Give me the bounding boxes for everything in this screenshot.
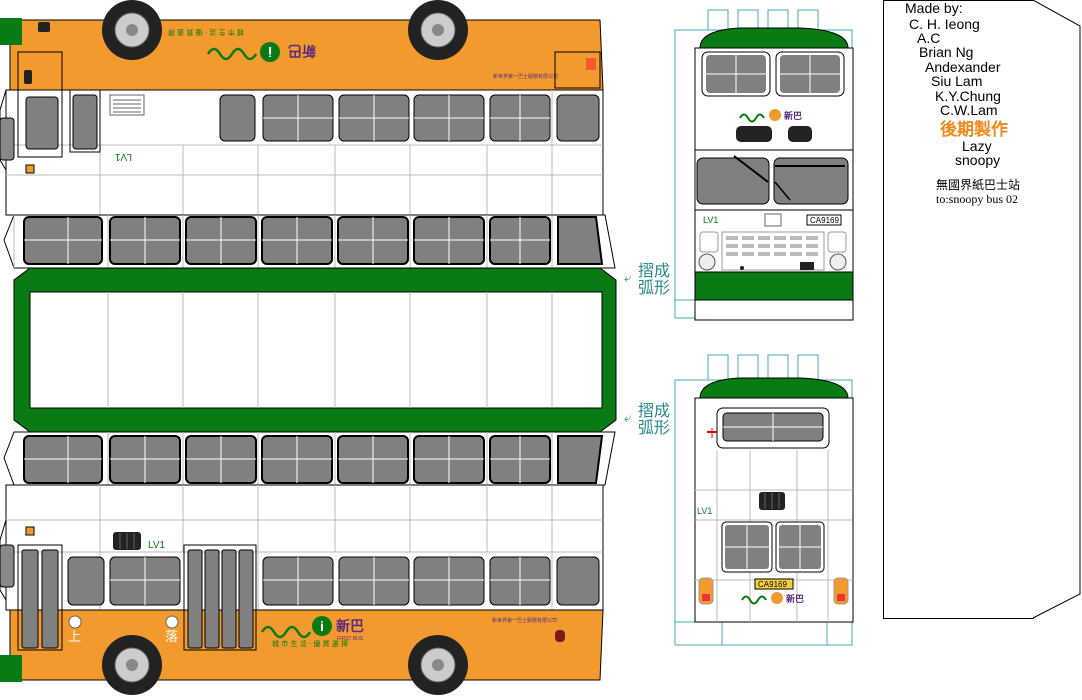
side-panel-upper: i 城 市 生 活 · 優 質 選 擇 新巴 新世界第一巴士服務有限公司 LV1 <box>0 0 604 216</box>
fold-label-text-top: 摺成弧形 <box>638 261 671 297</box>
front-view-panel: 新巴 LV1 CA9169 <box>674 9 854 321</box>
credits-station: 無國界紙巴士站 <box>936 178 1021 192</box>
route-code-upper: LV1 <box>115 151 132 162</box>
credits-after-1: Lazy <box>962 138 992 154</box>
rear-plate: CA9169 <box>758 580 787 589</box>
front-plate: CA9169 <box>810 216 839 225</box>
credits-maker-7: C.W.Lam <box>940 102 998 118</box>
wheel-upper-rear <box>408 0 468 60</box>
roof-panel <box>13 267 617 433</box>
wheel-upper-front <box>102 0 162 60</box>
fold-arrow-icon: ⤶ <box>624 271 632 286</box>
front-brand-logo: 新巴 <box>739 109 802 123</box>
upper-window-strip-top <box>3 214 616 269</box>
brand-logo-lower: i 新巴 FIRST BUS 城 市 生 活 · 優 質 選 擇 <box>260 616 364 648</box>
front-brand-text: 新巴 <box>784 110 802 122</box>
lower-side-windows <box>67 556 600 606</box>
credits-model: to:snoopy bus 02 <box>936 192 1019 206</box>
svg-text:城 市 生 活 · 優 質 選 擇: 城 市 生 活 · 優 質 選 擇 <box>272 639 348 648</box>
brand-en-lower: FIRST BUS <box>337 636 364 642</box>
fold-arrow-icon: ⤶ <box>624 411 632 426</box>
brand-text-lower: 新巴 <box>336 618 364 635</box>
svg-text:城 市 生 活 · 優 質 選 擇: 城 市 生 活 · 優 質 選 擇 <box>168 28 244 37</box>
credits-after-2: snoopy <box>955 152 1001 168</box>
credits-frame <box>883 0 1081 619</box>
credits-maker-2: A.C <box>917 30 941 46</box>
side-panel-lower: LV1 上 落 i 新巴 FIRST BUS 城 市 生 活 · 優 質 選 擇… <box>0 484 604 695</box>
front-route-code: LV1 <box>703 215 718 225</box>
route-code-lower: LV1 <box>148 540 165 551</box>
wheel-lower-rear <box>408 635 468 695</box>
door-label-entry: 上 <box>68 630 81 645</box>
rear-brand-text: 新巴 <box>786 593 804 605</box>
svg-text:新世界第一巴士服務有限公司: 新世界第一巴士服務有限公司 <box>492 617 557 624</box>
credits-maker-5: Siu Lam <box>931 73 983 89</box>
fold-label-top: ⤶ 摺成弧形 <box>624 261 672 297</box>
credits-maker-1: C. H. Ieong <box>909 16 980 32</box>
credits-panel: Made by: C. H. Ieong A.C Brian Ng Andexa… <box>883 0 1081 620</box>
credits-heading: Made by: <box>905 0 963 16</box>
rear-brand-logo: 新巴 <box>741 592 804 605</box>
upper-window-strip-bottom <box>3 431 616 486</box>
svg-text:i: i <box>268 44 272 60</box>
credits-maker-3: Brian Ng <box>919 44 974 60</box>
fold-label-text-bottom: 摺成弧形 <box>638 401 671 437</box>
rear-view-panel: LV1 CA9169 新巴 <box>674 354 854 646</box>
upper-side-windows <box>219 94 600 142</box>
credits-post-production: 後期製作 <box>940 120 1008 139</box>
credits-maker-6: K.Y.Chung <box>935 88 1001 104</box>
credits-maker-4: Andexander <box>925 59 1001 75</box>
wheel-lower-front <box>102 635 162 695</box>
brand-text-upper: 新巴 <box>288 42 316 59</box>
svg-text:i: i <box>320 618 324 634</box>
svg-text:新世界第一巴士服務有限公司: 新世界第一巴士服務有限公司 <box>493 73 558 80</box>
door-label-exit: 落 <box>165 630 178 645</box>
rear-route-code: LV1 <box>697 506 712 516</box>
fold-label-bottom: ⤶ 摺成弧形 <box>624 401 672 437</box>
brand-logo-upper: i 城 市 生 活 · 優 質 選 擇 新巴 <box>168 28 316 62</box>
